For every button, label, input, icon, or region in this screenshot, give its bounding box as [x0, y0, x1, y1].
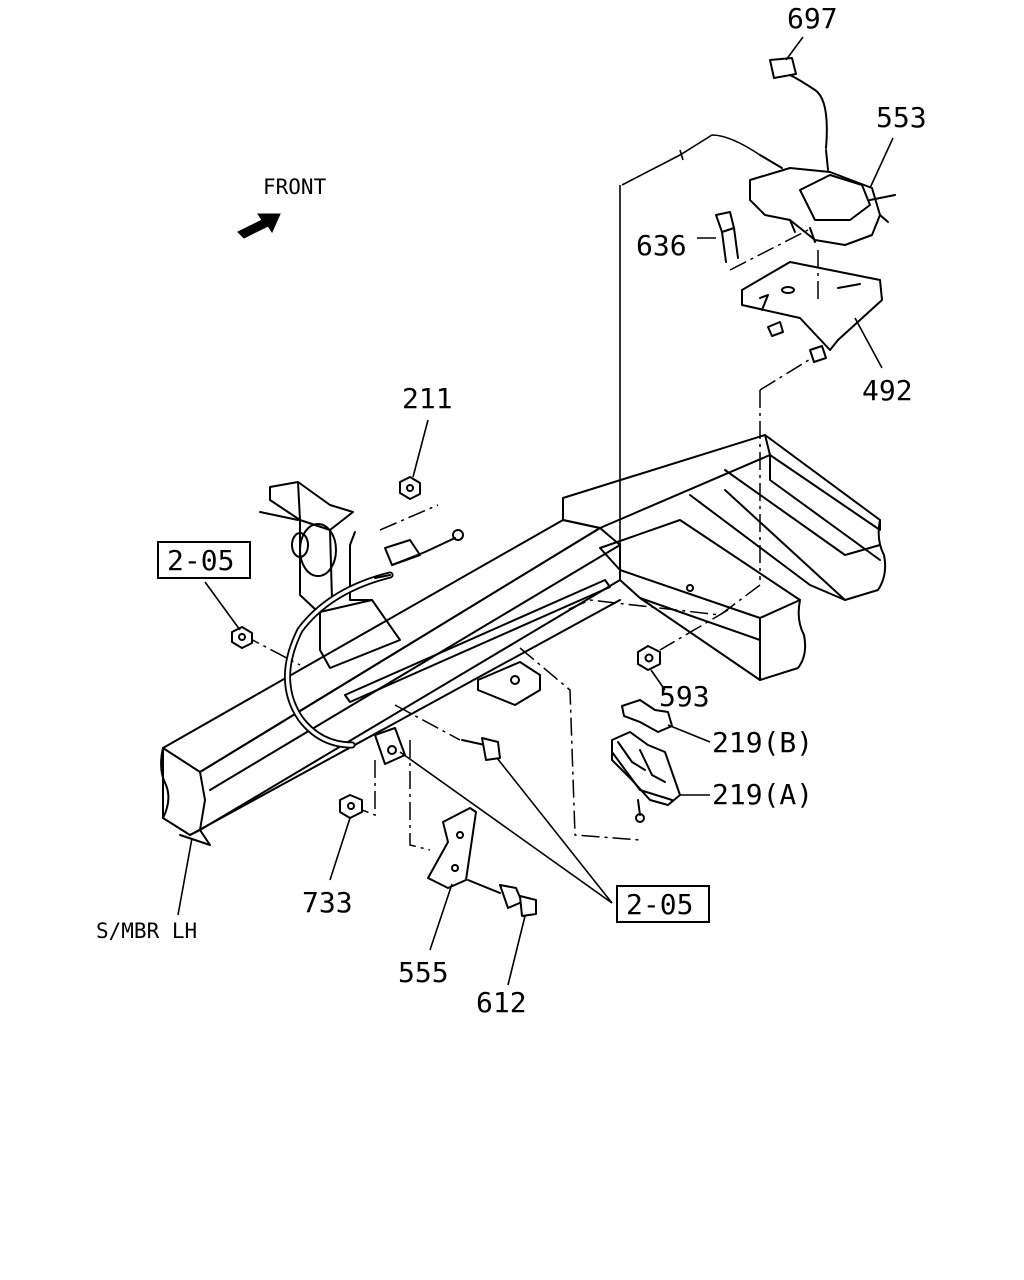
part-number-636: 636 [636, 229, 687, 262]
part-number-593: 593 [659, 680, 710, 713]
reference-left-text: 2-05 [167, 544, 234, 577]
bolt-612 [467, 879, 537, 917]
cross-member-upper [562, 434, 887, 601]
leader-lines [177, 36, 894, 986]
part-number-697: 697 [787, 2, 838, 35]
front-indicator: FRONT [237, 175, 327, 239]
front-label: FRONT [263, 175, 327, 199]
frame-center-bracket [477, 661, 541, 706]
front-arrow-icon [237, 213, 281, 239]
nut-left-205 [231, 626, 253, 649]
part-number-492: 492 [862, 374, 913, 407]
frame-bracket [259, 481, 401, 669]
actuator-unit [749, 149, 896, 246]
frame-label: S/MBR LH [96, 919, 197, 943]
part-number-211: 211 [402, 382, 453, 415]
cross-member-lower [599, 519, 807, 681]
part-number-219a: 219(A) [712, 778, 813, 811]
part-number-612: 612 [476, 986, 527, 1019]
part-number-555: 555 [398, 956, 449, 989]
assembly-lines [242, 357, 813, 851]
bracket-plate-492 [741, 250, 883, 363]
part-labels: 697 553 636 492 211 593 219(B) 219(A) 73… [302, 2, 927, 1019]
nut-593 [637, 645, 661, 671]
actuator-wire [619, 57, 828, 580]
part-number-733: 733 [302, 886, 353, 919]
reference-bottom-text: 2-05 [626, 888, 693, 921]
plate-lower [374, 727, 406, 765]
bracket-555 [427, 807, 477, 889]
bolt-636 [715, 211, 809, 271]
part-number-219b: 219(B) [712, 726, 813, 759]
reference-box-left: 2-05 [157, 541, 251, 579]
part-number-553: 553 [876, 101, 927, 134]
clip-219a [611, 731, 681, 823]
inner-rail [344, 579, 611, 703]
brake-cable [284, 529, 464, 749]
reference-box-bottom: 2-05 [616, 885, 710, 923]
nut-211 [399, 476, 421, 500]
frame-bolt [461, 737, 501, 761]
nut-733 [339, 794, 363, 819]
